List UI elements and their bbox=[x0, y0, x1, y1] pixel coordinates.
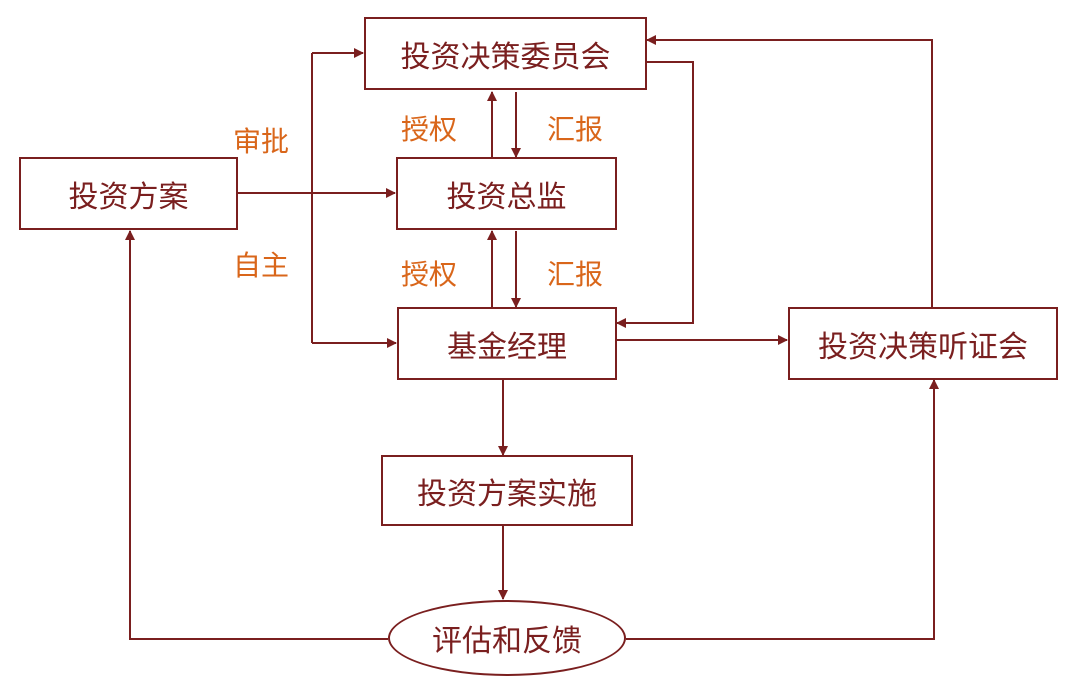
node-hearing-label: 投资决策听证会 bbox=[818, 329, 1028, 365]
node-director: 投资总监 bbox=[396, 157, 617, 230]
arrow-committee-to-manager bbox=[616, 61, 694, 328]
arrow-hearing-to-committee bbox=[646, 35, 933, 307]
label-report-bottom: 汇报 bbox=[547, 258, 604, 291]
node-manager-label: 基金经理 bbox=[447, 329, 567, 365]
label-authorize-bottom: 授权 bbox=[401, 258, 458, 291]
node-director-label: 投资总监 bbox=[446, 179, 567, 215]
label-approve: 审批 bbox=[233, 125, 290, 158]
arrow-evaluation-to-hearing bbox=[626, 379, 939, 640]
node-execution: 投资方案实施 bbox=[381, 455, 633, 526]
node-manager: 基金经理 bbox=[397, 307, 617, 380]
node-committee-label: 投资决策委员会 bbox=[400, 39, 611, 75]
label-self: 自主 bbox=[233, 249, 290, 282]
node-hearing: 投资决策听证会 bbox=[788, 307, 1058, 380]
label-report-top: 汇报 bbox=[547, 113, 604, 146]
node-execution-label: 投资方案实施 bbox=[417, 476, 597, 512]
node-plan: 投资方案 bbox=[19, 157, 238, 230]
node-evaluation-label: 评估和反馈 bbox=[432, 624, 582, 659]
node-evaluation: 评估和反馈 bbox=[388, 600, 626, 676]
node-plan-label: 投资方案 bbox=[68, 179, 189, 215]
arrow-evaluation-to-plan bbox=[125, 230, 388, 640]
label-authorize-top: 授权 bbox=[401, 113, 458, 146]
node-committee: 投资决策委员会 bbox=[364, 17, 647, 90]
